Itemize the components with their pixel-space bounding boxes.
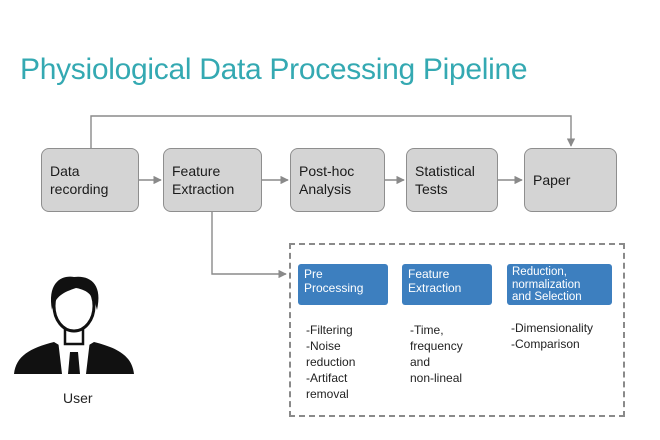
list-item: -Comparison xyxy=(511,337,580,351)
list-item: -Time, frequency and non-lineal xyxy=(410,323,463,385)
node-label: Statistical Tests xyxy=(415,163,475,197)
user-label: User xyxy=(63,390,93,406)
sub-reduction: Reduction, normalization and Selection xyxy=(507,264,612,305)
list-item: -Dimensionality xyxy=(511,321,594,335)
sub-preprocessing: Pre Processing xyxy=(298,264,388,305)
node-paper: Paper xyxy=(524,148,617,212)
list-preprocessing: -Filtering -Noise reduction -Artifact re… xyxy=(306,322,355,402)
list-item: -Noise reduction xyxy=(306,339,356,369)
node-feature-extraction: Feature Extraction xyxy=(163,148,262,212)
node-statistical-tests: Statistical Tests xyxy=(406,148,498,212)
list-reduction: -Dimensionality -Comparison xyxy=(511,320,593,352)
node-label: Paper xyxy=(533,172,571,188)
feature-extraction-detail-box xyxy=(289,243,625,417)
diagram-title: Physiological Data Processing Pipeline xyxy=(20,53,528,86)
sub-label: Pre Processing xyxy=(304,267,364,295)
node-posthoc-analysis: Post-hoc Analysis xyxy=(290,148,385,212)
arrow-feature-to-detail xyxy=(211,212,287,279)
list-feature-extraction: -Time, frequency and non-lineal xyxy=(410,322,463,386)
sub-feature-extraction: Feature Extraction xyxy=(402,264,492,305)
node-label: Post-hoc Analysis xyxy=(299,163,355,197)
bypass-arrow xyxy=(90,115,576,148)
sub-label: Reduction, normalization and Selection xyxy=(512,266,582,303)
sub-label: Feature Extraction xyxy=(408,267,462,295)
node-label: Data recording xyxy=(50,163,109,197)
node-label: Feature Extraction xyxy=(172,163,235,197)
list-item: -Filtering xyxy=(306,323,353,337)
user-icon xyxy=(14,276,134,374)
node-data-recording: Data recording xyxy=(41,148,139,212)
list-item: -Artifact removal xyxy=(306,371,349,401)
